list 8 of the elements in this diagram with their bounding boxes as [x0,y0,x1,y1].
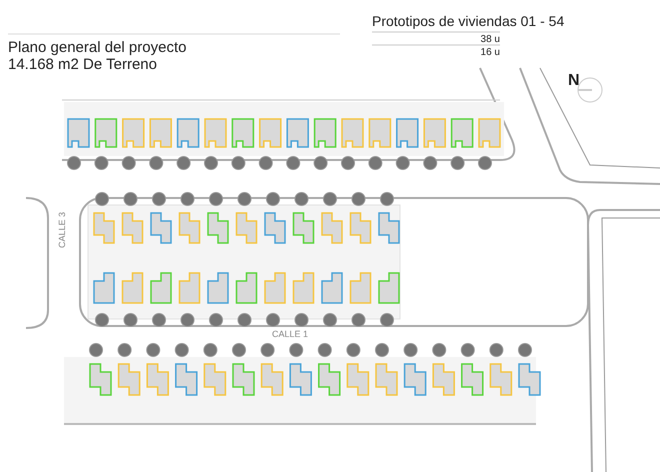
area-text: 14.168 m2 De Terreno [8,57,157,74]
table-cell: 38 u [480,34,500,45]
subtitle-text: Plano general del proyecto [8,40,186,56]
table-cell: 16 u [480,47,500,58]
north-marker: N [568,72,580,90]
street-label: CALLE 1 [272,330,308,340]
street-label: CALLE 3 [58,212,68,248]
table-heading: Prototipos de viviendas 01 - 54 [372,14,564,30]
